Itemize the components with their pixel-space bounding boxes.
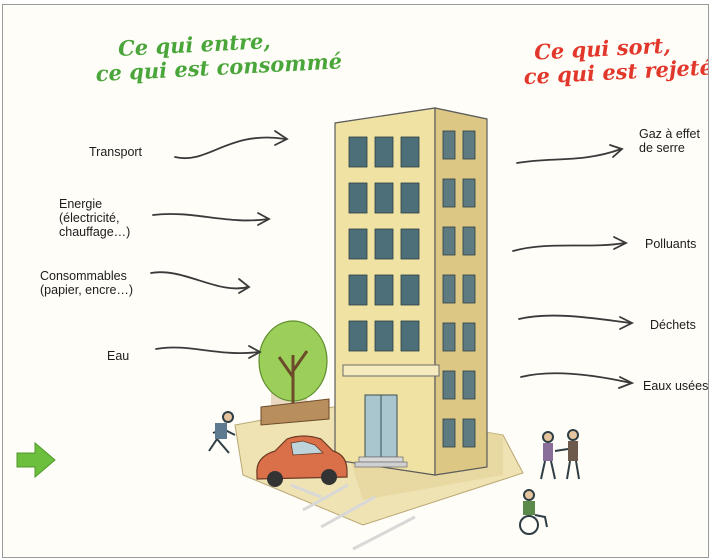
car-illustration (256, 435, 348, 487)
input-label-transport: Transport (89, 145, 143, 159)
building-window (348, 228, 368, 260)
building-side-window (442, 370, 456, 400)
building-window (400, 136, 420, 168)
building-side-window (462, 322, 476, 352)
building-side-window (442, 178, 456, 208)
input-label-eau: Eau (107, 349, 130, 363)
building-side-window (442, 226, 456, 256)
output-label-dechets: Déchets (650, 318, 696, 332)
building-illustration (334, 107, 488, 476)
building-window (400, 274, 420, 306)
output-label-gaz: Gaz à effet de serre (639, 127, 700, 155)
building-window (374, 136, 394, 168)
outputs-title: Ce qui sort, ce qui est rejeté (523, 32, 709, 90)
building-window (348, 274, 368, 306)
building-side-window (442, 130, 456, 160)
building-window (348, 182, 368, 214)
building-side-window (442, 418, 456, 448)
building-side-window (462, 226, 476, 256)
building-window (348, 320, 368, 352)
output-label-polluants: Polluants (645, 237, 697, 251)
building-window (374, 228, 394, 260)
building-window (400, 182, 420, 214)
building-window (374, 182, 394, 214)
building-side-window (462, 178, 476, 208)
next-arrow-icon[interactable] (15, 441, 57, 479)
input-arrows (150, 130, 289, 359)
pedestrian-illustration (208, 411, 236, 454)
building-side-window (462, 370, 476, 400)
output-arrows (512, 144, 635, 389)
output-label-eaux-usees: Eaux usées (643, 379, 709, 393)
input-label-energie: Energie (électricité, chauffage…) (59, 197, 131, 239)
building-window (348, 136, 368, 168)
building-window (400, 320, 420, 352)
tree-illustration (258, 320, 330, 426)
building-side-window (462, 130, 476, 160)
building-side-window (442, 322, 456, 352)
building-scene (150, 107, 635, 551)
building-window (374, 320, 394, 352)
building-side-window (462, 274, 476, 304)
building-window (374, 274, 394, 306)
building-side-window (442, 274, 456, 304)
building-window (400, 228, 420, 260)
diagram-frame: Ce qui entre, ce qui est consommé Ce qui… (2, 4, 709, 558)
input-label-consommables: Consommables (papier, encre…) (40, 269, 134, 297)
couple-illustration (540, 429, 580, 480)
wheelchair-user-illustration (519, 489, 548, 535)
building-side-window (462, 418, 476, 448)
